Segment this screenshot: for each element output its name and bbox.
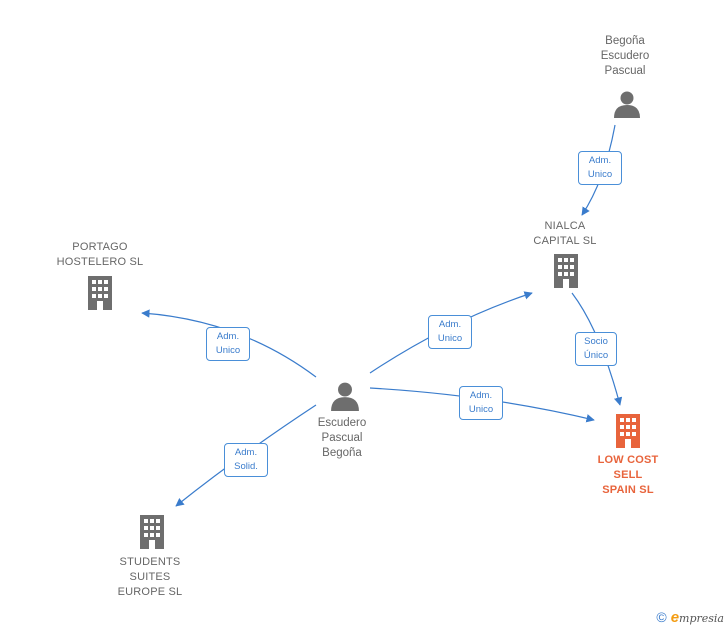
node-nialca-capital[interactable]: NIALCA CAPITAL SL bbox=[515, 219, 615, 249]
person-icon bbox=[331, 382, 359, 411]
node-label: NIALCA CAPITAL SL bbox=[533, 220, 597, 247]
copyright-icon: © bbox=[656, 609, 667, 625]
edge-label: Adm. Unico bbox=[428, 315, 472, 349]
building-icon bbox=[88, 276, 112, 310]
edge-label: Adm. Unico bbox=[459, 386, 503, 420]
node-begona-escudero-pascual[interactable]: Begoña Escudero Pascual bbox=[585, 34, 665, 79]
empresia-logo-initial: e bbox=[670, 609, 680, 626]
node-escudero-pascual-begona[interactable]: Escudero Pascual Begoña bbox=[302, 416, 382, 461]
edge-label: Socio Único bbox=[575, 332, 617, 366]
node-label: PORTAGO HOSTELERO SL bbox=[56, 241, 144, 268]
person-icon bbox=[614, 91, 640, 118]
edge-label: Adm. Unico bbox=[578, 151, 622, 185]
node-label: Begoña Escudero Pascual bbox=[600, 35, 650, 77]
node-low-cost-sell-spain[interactable]: LOW COST SELL SPAIN SL bbox=[578, 453, 678, 498]
node-label: LOW COST SELL SPAIN SL bbox=[597, 454, 659, 496]
node-label: Escudero Pascual Begoña bbox=[317, 417, 367, 459]
node-portago-hostelero[interactable]: PORTAGO HOSTELERO SL bbox=[45, 240, 155, 270]
building-icon bbox=[616, 414, 640, 448]
empresia-logo-text: mpresia bbox=[679, 612, 724, 625]
empresia-watermark: ©empresia bbox=[656, 609, 724, 626]
node-label: STUDENTS SUITES EUROPE SL bbox=[117, 556, 183, 598]
building-icon bbox=[140, 515, 164, 549]
building-icon bbox=[554, 254, 578, 288]
edge-label: Adm. Unico bbox=[206, 327, 250, 361]
edge-label: Adm. Solid. bbox=[224, 443, 268, 477]
node-students-suites-europe[interactable]: STUDENTS SUITES EUROPE SL bbox=[100, 555, 200, 600]
